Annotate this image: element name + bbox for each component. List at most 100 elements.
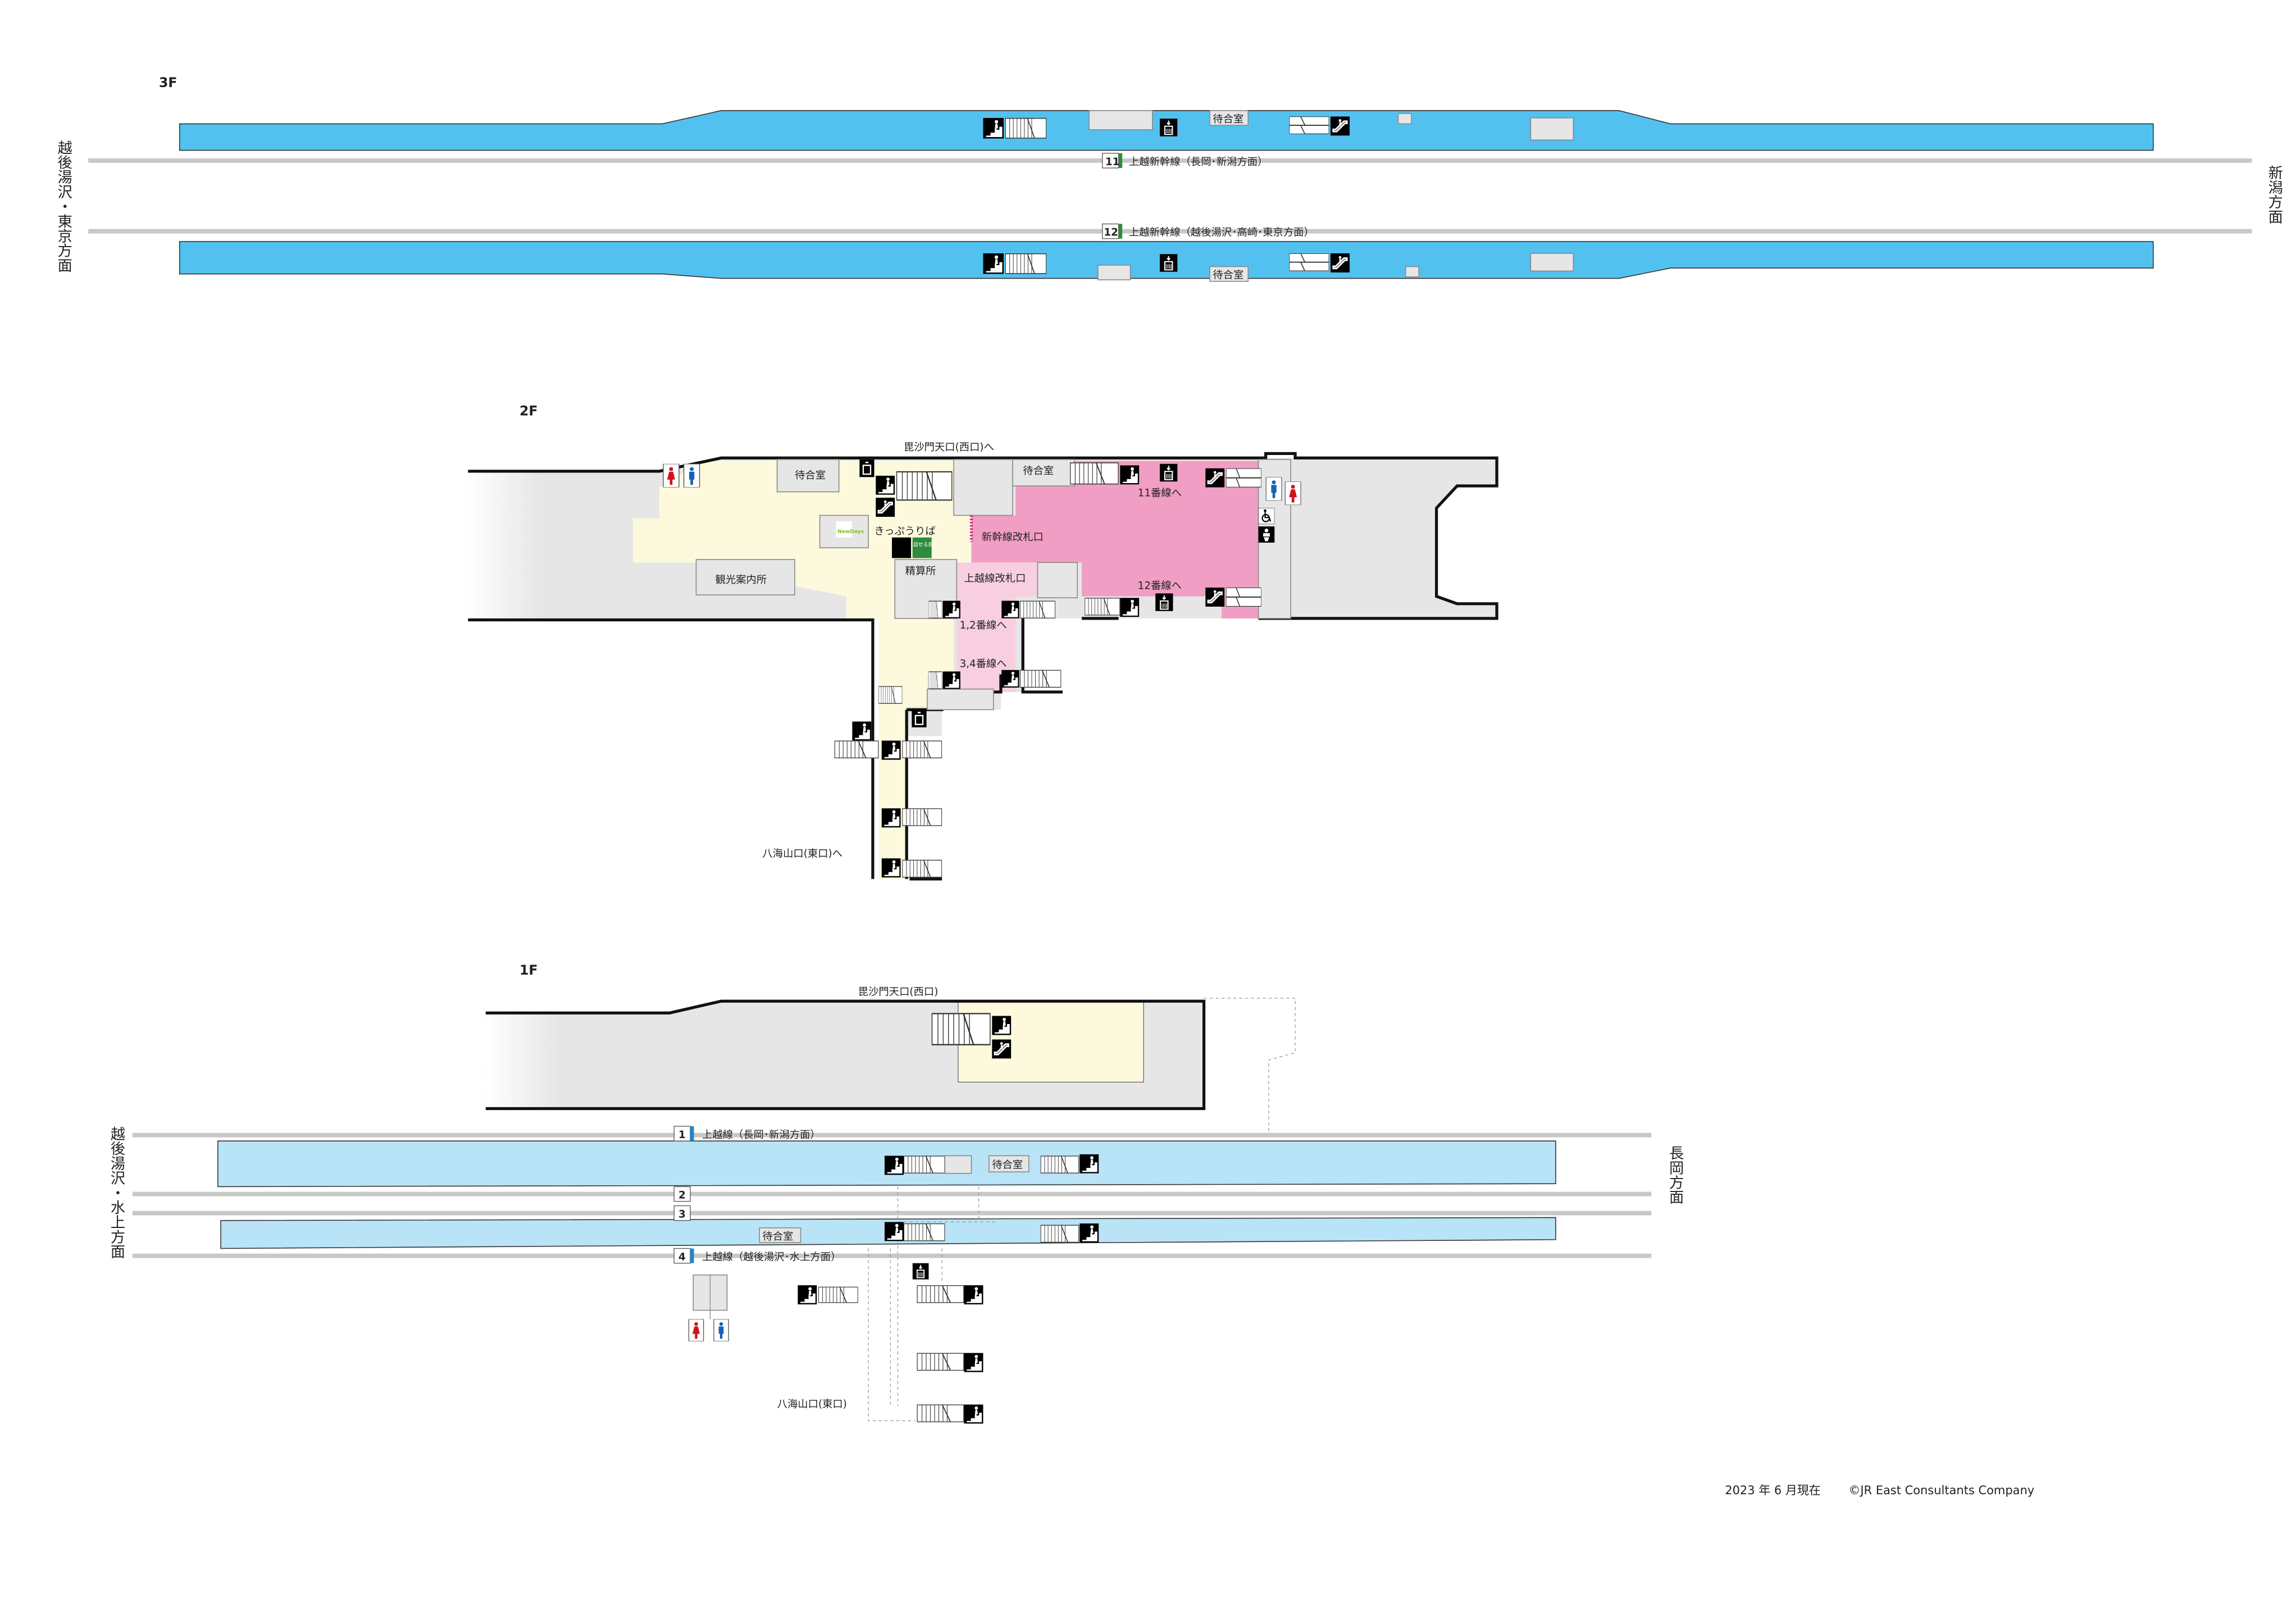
concourse-area bbox=[632, 461, 972, 879]
stairs-icon bbox=[964, 1285, 983, 1305]
accessible-restroom-icon bbox=[1258, 508, 1275, 525]
building-outline bbox=[485, 999, 1206, 1111]
track-12-label: 12 上越新幹線（越後湯沢･高崎･東京方面） bbox=[1102, 223, 1314, 239]
escalator bbox=[1226, 587, 1261, 607]
waiting-room-label: 待合室 bbox=[1213, 113, 1243, 125]
waiting-room-label: 待合室 bbox=[992, 1159, 1023, 1171]
direction-label-right: 新潟方面 bbox=[2266, 165, 2283, 224]
stairs-icon bbox=[1120, 598, 1140, 617]
escalator bbox=[1289, 253, 1329, 271]
staircase bbox=[932, 1013, 991, 1045]
elevator-icon bbox=[912, 1262, 929, 1280]
staircase bbox=[1005, 253, 1047, 274]
facility-room bbox=[1405, 266, 1419, 278]
facility-room bbox=[1530, 117, 1574, 141]
waiting-room-label: 待合室 bbox=[762, 1231, 793, 1243]
stairs-icon bbox=[983, 253, 1004, 274]
direction-label-left: 越後湯沢・水上方面 bbox=[108, 1126, 125, 1259]
stairs-icon bbox=[1120, 465, 1140, 485]
newdays-logo-text: NewDays bbox=[837, 529, 864, 535]
waiting-room-label: 待合室 bbox=[1023, 465, 1054, 477]
staircase bbox=[903, 1223, 945, 1241]
staircase bbox=[1040, 1225, 1079, 1243]
staircase bbox=[878, 686, 903, 704]
waiting-room-label: 待合室 bbox=[1213, 270, 1243, 281]
stairs-icon bbox=[983, 117, 1004, 139]
track-11-label: 11 上越新幹線（長岡･新潟方面） bbox=[1102, 153, 1268, 169]
floor-1f-label: 1F bbox=[520, 962, 538, 978]
facility-room bbox=[1397, 113, 1412, 125]
as-of-date: 2023 年 6 月現在 bbox=[1725, 1484, 1820, 1497]
womens-restroom-icon bbox=[662, 463, 680, 488]
talking-ticket-machine-sign: 話せる指 bbox=[892, 537, 933, 558]
track-name: 上越線（越後湯沢･水上方面） bbox=[702, 1251, 841, 1263]
stairs-icon bbox=[881, 808, 901, 828]
floor-3f-label: 3F bbox=[159, 75, 177, 90]
staircase bbox=[1085, 598, 1120, 616]
track-number: 3 bbox=[678, 1208, 686, 1220]
staircase bbox=[1040, 1156, 1079, 1173]
direction-label-right: 長岡方面 bbox=[1666, 1145, 1683, 1204]
floor-2f: 2F 待合室 待合室 NewDays 観光案内所 精算所 毘沙門天口(西口)へ … bbox=[468, 403, 1498, 881]
facility-room bbox=[927, 688, 994, 711]
tourist-info-label: 観光案内所 bbox=[716, 574, 767, 586]
escalator-icon bbox=[1205, 468, 1225, 488]
stairs-icon bbox=[881, 740, 901, 760]
track-3-label: 3 bbox=[673, 1205, 691, 1221]
facility-room bbox=[1037, 562, 1078, 599]
stairs-icon bbox=[884, 1222, 904, 1241]
direction-label-left: 越後湯沢・東京方面 bbox=[55, 140, 72, 272]
staircase bbox=[902, 808, 942, 826]
stairs-icon bbox=[876, 475, 895, 495]
elevator-icon bbox=[1159, 118, 1178, 137]
facility-room bbox=[953, 459, 1013, 516]
stairs-icon bbox=[942, 671, 960, 689]
stairs-icon bbox=[964, 1353, 983, 1372]
elevator-icon bbox=[911, 709, 927, 727]
coin-locker-icon bbox=[858, 459, 876, 477]
facility-room bbox=[1088, 110, 1153, 130]
facility-room bbox=[944, 1155, 972, 1174]
womens-restroom-icon bbox=[1284, 481, 1301, 506]
staircase bbox=[917, 1353, 964, 1371]
staircase bbox=[1070, 462, 1119, 485]
newdays-logo bbox=[836, 521, 853, 538]
womens-restroom-icon bbox=[688, 1319, 704, 1341]
joetsu-gate-label: 上越線改札口 bbox=[964, 572, 1026, 584]
escalator-icon bbox=[876, 498, 895, 517]
mens-restroom-icon bbox=[1265, 477, 1282, 501]
escalator-icon bbox=[1205, 587, 1225, 607]
waiting-room bbox=[1209, 110, 1249, 126]
floor-1f: 1F 毘沙門天口(西口) 1 上越線（長岡･新潟方面） 2 3 4 上越線（越後… bbox=[108, 962, 1683, 1424]
east-exit-label: 八海山口(東口) bbox=[777, 1398, 847, 1410]
track-4-label: 4 上越線（越後湯沢･水上方面） bbox=[673, 1248, 841, 1264]
track-name: 上越新幹線（長岡･新潟方面） bbox=[1129, 156, 1268, 168]
to-track-1-2-label: 1,2番線へ bbox=[960, 620, 1007, 631]
elevator-icon bbox=[1159, 253, 1178, 272]
underpass-dashed bbox=[868, 1186, 997, 1421]
escalator-icon bbox=[992, 1039, 1012, 1059]
floor-2f-label: 2F bbox=[520, 403, 538, 418]
talking-machine-text: 話せる指 bbox=[913, 541, 933, 548]
staircase bbox=[1020, 601, 1055, 618]
escalator bbox=[1226, 468, 1261, 488]
elevator-icon bbox=[1155, 593, 1173, 612]
mens-restroom-icon bbox=[683, 463, 700, 488]
stairs-icon bbox=[852, 721, 872, 741]
track-2-label: 2 bbox=[673, 1186, 691, 1202]
shinkansen-gate-label: 新幹線改札口 bbox=[982, 531, 1044, 543]
fare-adjustment-label: 精算所 bbox=[905, 565, 936, 577]
staircase bbox=[1020, 670, 1062, 688]
escalator-icon bbox=[1330, 116, 1350, 136]
track-number: 2 bbox=[678, 1189, 686, 1201]
stairs-icon bbox=[942, 601, 960, 618]
staircase bbox=[917, 1404, 964, 1422]
outline-dashed bbox=[1204, 998, 1296, 1137]
west-exit-label: 毘沙門天口(西口)へ bbox=[904, 442, 994, 453]
east-exit-label: 八海山口(東口)へ bbox=[762, 848, 842, 859]
stairs-icon bbox=[798, 1285, 817, 1305]
tourist-info-room bbox=[695, 559, 795, 595]
conventional-gate-area bbox=[956, 562, 1038, 692]
floor-3f: 3F 11 上越新幹線（長岡･新潟方面） 12 上越新幹線（越後湯沢･高崎･東京… bbox=[55, 75, 2283, 282]
track-number: 11 bbox=[1105, 156, 1120, 168]
